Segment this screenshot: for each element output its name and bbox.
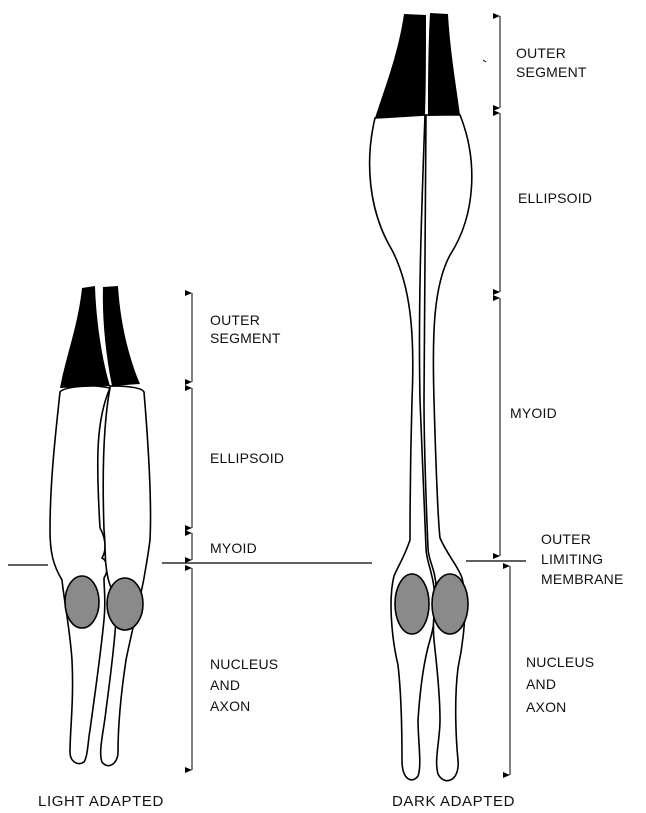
- light-caption: LIGHT ADAPTED: [38, 793, 164, 810]
- light-label-segment: SEGMENT: [210, 330, 281, 346]
- dark-label-outer: OUTER: [516, 45, 566, 61]
- dark-left-nucleus: [395, 574, 429, 634]
- dark-label-olm-membrane: MEMBRANE: [541, 571, 624, 587]
- dark-left-outer-segment: [375, 14, 426, 118]
- light-right-nucleus: [107, 578, 143, 630]
- dark-label-olm-outer: OUTER: [541, 531, 591, 547]
- light-label-ellipsoid: ELLIPSOID: [210, 450, 284, 466]
- light-left-outer-segment: [60, 286, 110, 388]
- light-right-cell: [101, 386, 151, 766]
- light-adapted-group: OUTER SEGMENT ELLIPSOID MYOID NUCLEUS AN…: [8, 286, 372, 810]
- light-label-axon: AXON: [210, 698, 250, 714]
- light-label-and: AND: [210, 677, 240, 693]
- light-label-nucleus: NUCLEUS: [210, 656, 278, 672]
- dark-label-and: AND: [526, 676, 556, 692]
- light-left-nucleus: [65, 576, 99, 628]
- light-right-outer-segment: [103, 286, 140, 386]
- dark-adapted-group: OUTER SEGMENT ELLIPSOID MYOID OUTER LIMI…: [370, 13, 624, 810]
- dark-label-myoid: MYOID: [510, 405, 557, 421]
- dark-stray-mark: [483, 60, 486, 62]
- dark-caption: DARK ADAPTED: [392, 793, 515, 810]
- dark-label-olm-limiting: LIMITING: [541, 551, 603, 567]
- dark-label-axon: AXON: [526, 699, 566, 715]
- light-left-cell: [50, 386, 110, 764]
- dark-right-cell: [424, 115, 472, 781]
- light-label-outer: OUTER: [210, 312, 260, 328]
- dark-label-nucleus: NUCLEUS: [526, 654, 594, 670]
- dark-right-nucleus: [432, 574, 468, 634]
- dark-right-outer-segment: [428, 13, 460, 116]
- light-label-myoid: MYOID: [210, 540, 257, 556]
- dark-label-segment: SEGMENT: [516, 64, 587, 80]
- dark-label-ellipsoid: ELLIPSOID: [518, 190, 592, 206]
